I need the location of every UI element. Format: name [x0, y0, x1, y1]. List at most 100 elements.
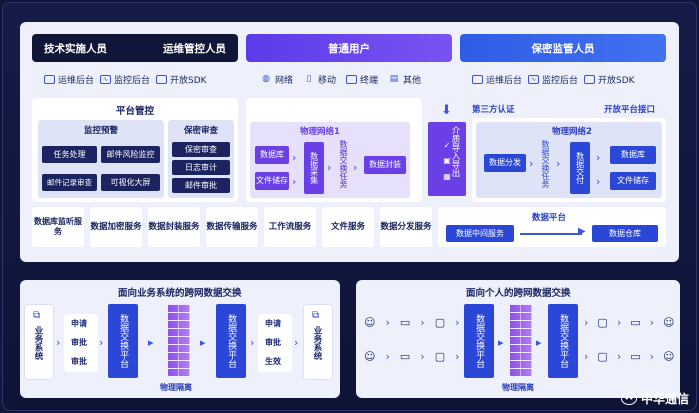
- service-transfer: 数据传输服务: [206, 207, 258, 247]
- service-encrypt: 数据加密服务: [90, 207, 142, 247]
- service-seal: 数据封装服务: [148, 207, 200, 247]
- screen-icon: [156, 74, 168, 84]
- arrow-right-icon: ›: [529, 157, 534, 170]
- folder-icon: ▭: [399, 316, 411, 329]
- watermark-text: 中华通信: [640, 392, 689, 406]
- biz-exchange-left: 数据交换平台: [108, 304, 138, 378]
- approval-left: [64, 314, 98, 372]
- arrow-right-icon: ▸: [200, 336, 206, 349]
- arrow-right-icon: ›: [584, 316, 589, 329]
- service-file: 文件服务: [322, 207, 374, 247]
- approval-right: [258, 314, 292, 372]
- folder-icon: ▭: [630, 316, 641, 329]
- arrow-right-icon: ›: [385, 316, 390, 329]
- right-sub-row: 运维后台 ∿监控后台 开放SDK: [472, 66, 635, 92]
- firewall-icon: [168, 304, 190, 376]
- approve-label: 审批: [71, 357, 87, 366]
- arrow-right-icon: ▶: [578, 226, 586, 237]
- isolation-label: 物理隔离: [502, 383, 534, 392]
- mobile-icon: ▯: [306, 74, 312, 84]
- monitor-item: 邮件记录审查: [42, 174, 97, 191]
- third-party-auth: 第三方认证: [472, 105, 515, 115]
- arrow-right-icon: ›: [99, 336, 104, 349]
- arrow-right-icon: ›: [292, 151, 297, 164]
- check-icon: ✓: [443, 141, 451, 151]
- arrow-right-icon: ›: [56, 336, 61, 349]
- device-icon: ▤: [389, 74, 399, 84]
- user-icon: ☺: [364, 316, 376, 329]
- arrow-right-icon: ›: [596, 175, 601, 188]
- header-security: 保密监管人员: [460, 34, 666, 62]
- screen-icon: ▢: [597, 316, 608, 329]
- effect-label: 生效: [265, 357, 281, 366]
- personal-exchange-right: 数据交换平台: [548, 304, 578, 378]
- network1-db: 数据库: [255, 146, 289, 164]
- left-sub-row: 运维后台 ∿监控后台 开放SDK: [44, 66, 207, 92]
- network2-db: 数据库: [610, 146, 656, 164]
- audit-item: 保密审查: [172, 142, 230, 157]
- mid-sub-row: ◍网络 ▯移动 终端 ▤其他: [260, 66, 421, 92]
- monitor-item: 邮件风险监控: [101, 146, 160, 163]
- lock-icon: ▣: [443, 156, 451, 166]
- arrow-right-icon: ›: [420, 316, 425, 329]
- mid-sub-terminal: 终端: [360, 75, 379, 86]
- chart-icon: ∿: [528, 74, 540, 84]
- data-warehouse: 数据仓库: [592, 225, 658, 242]
- biz-title: 面向业务系统的跨网数据交换: [118, 288, 242, 299]
- header-ops: 运维管控人员: [163, 42, 226, 55]
- personal-right-row-1: › ▢ › ▭ › ☺: [584, 316, 675, 329]
- network2-fs: 文件储存: [610, 172, 656, 190]
- system-icon: ⧉: [312, 310, 320, 321]
- header-user: 普通用户: [246, 34, 452, 62]
- monitor-item: 任务处理: [42, 146, 97, 163]
- open-platform-api: 开放平台接口: [604, 105, 656, 115]
- audit-title: 保密审查: [183, 126, 218, 136]
- arrow-right-icon: ›: [292, 175, 297, 188]
- personal-right-row-2: › ▢ › ▭ › ☺: [584, 350, 675, 363]
- arrow-right-icon: ▸: [148, 336, 154, 349]
- user-icon: ☺: [364, 350, 376, 363]
- service-dist: 数据分发服务: [380, 207, 432, 247]
- arrow-right-icon: ›: [649, 350, 655, 363]
- isolation-label: 物理隔离: [160, 383, 192, 392]
- network1-collect: 数据采集: [304, 142, 324, 194]
- right-sub-sdk: 开放SDK: [598, 75, 635, 86]
- personal-left-row-1: ☺ › ▭ › ▢ ›: [364, 316, 460, 329]
- system-icon: ⧉: [33, 310, 41, 321]
- biz-system-left-label: 业务系统: [33, 326, 43, 360]
- mid-sub-mobile: 移动: [318, 75, 337, 86]
- arrow-right-icon: ›: [353, 161, 358, 174]
- header-tech: 技术实施人员: [44, 42, 107, 55]
- biz-system-left: [24, 304, 54, 380]
- network2-deliver: 数据交付: [570, 142, 590, 194]
- folder-icon: ▭: [630, 350, 641, 363]
- monitor-icon: [472, 74, 483, 84]
- approve-label: 审批: [71, 338, 87, 347]
- personal-left-row-2: ☺ › ▭ › ▢ ›: [364, 350, 460, 363]
- screen-icon: ▢: [597, 350, 608, 363]
- header-tech-ops: 技术实施人员 运维管控人员: [32, 34, 238, 62]
- service-db-listen: 数据库监听服务: [32, 207, 84, 247]
- biz-system-right: [303, 304, 333, 380]
- network2-dist: 数据分发: [484, 154, 526, 172]
- audit-item: 邮件审批: [172, 178, 230, 193]
- mid-sub-other: 其他: [403, 75, 422, 86]
- arrow-right-icon: ›: [327, 161, 332, 174]
- arrow-right-icon: ›: [616, 350, 622, 363]
- arrow-right-icon: ›: [556, 157, 561, 170]
- arrow-right-icon: ›: [385, 350, 390, 363]
- screen-icon: ▢: [434, 350, 446, 363]
- audit-item: 日志审计: [172, 160, 230, 175]
- network1-title: 物理网络1: [300, 127, 340, 137]
- biz-exchange-right: 数据交换平台: [216, 304, 246, 378]
- service-workflow: 工作流服务: [264, 207, 316, 247]
- arrow-right-icon: ›: [596, 151, 601, 164]
- arrow-right-icon: ▸: [498, 336, 504, 349]
- media-label: 介质导入导出: [450, 126, 460, 177]
- right-sub-ops: 运维后台: [486, 75, 523, 86]
- arrow-right-icon: ▸: [536, 336, 542, 349]
- monitor-item: 可视化大屏: [101, 174, 160, 191]
- network1-seal: 数据封装: [364, 156, 406, 174]
- screen-icon: ▢: [434, 316, 446, 329]
- firewall-icon: [510, 304, 532, 376]
